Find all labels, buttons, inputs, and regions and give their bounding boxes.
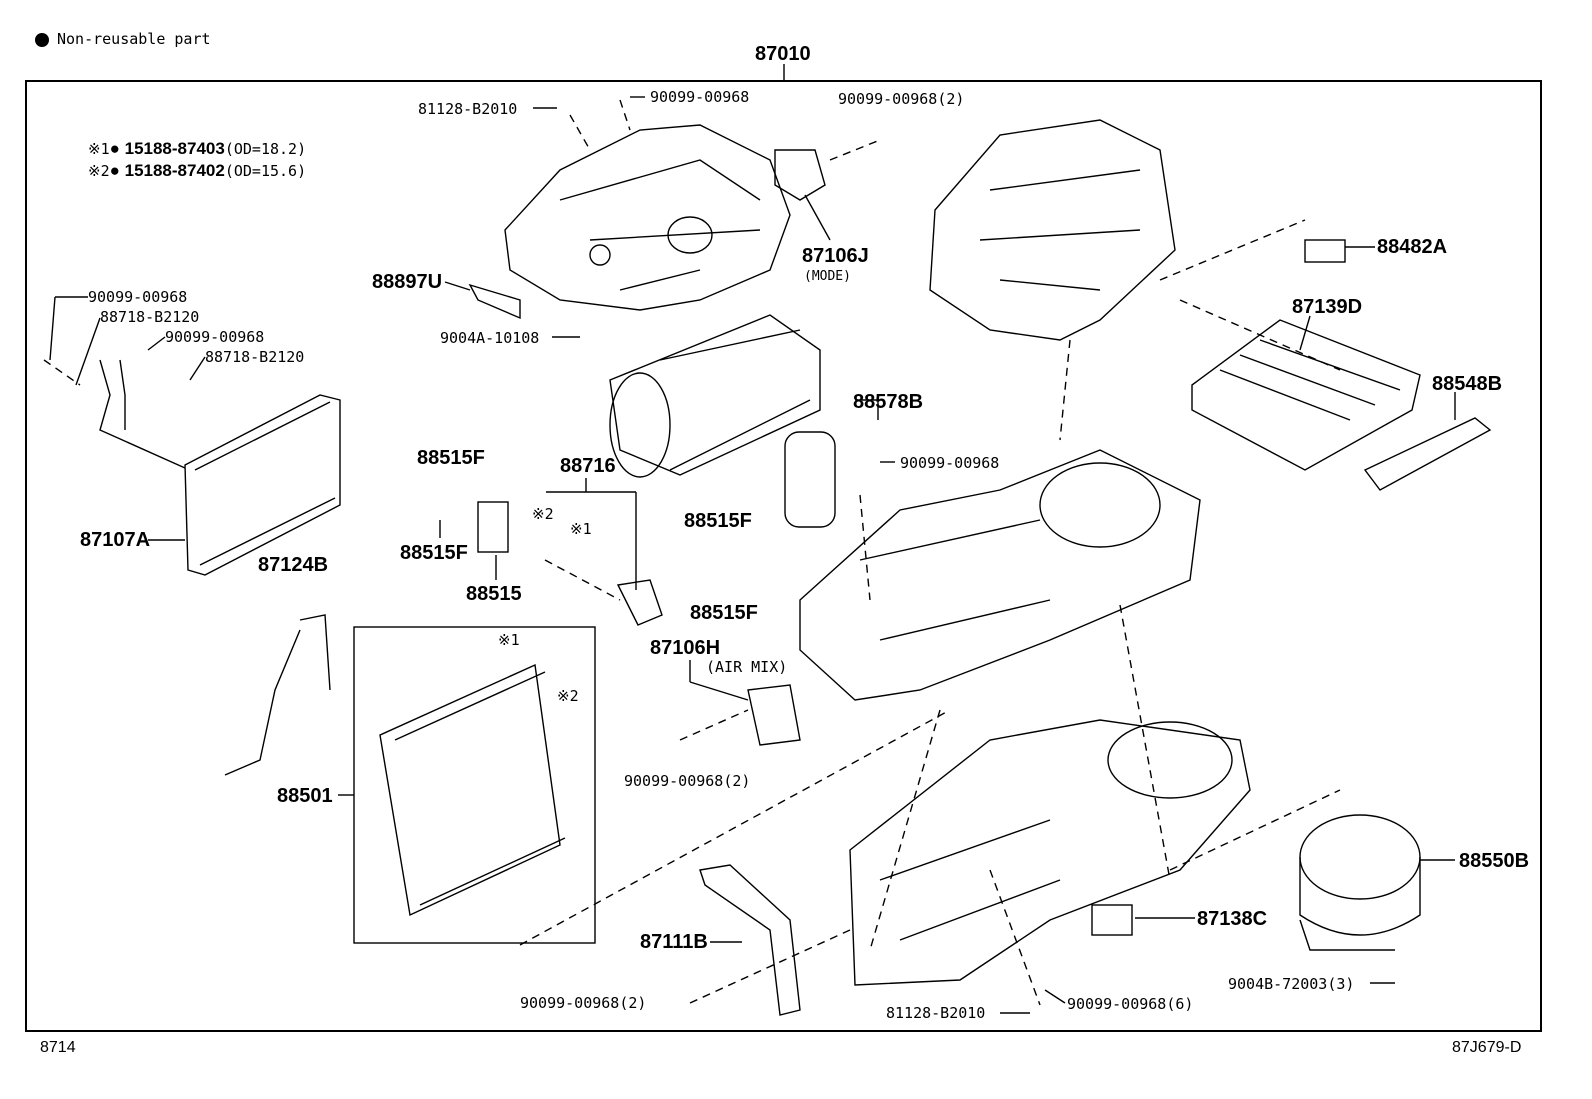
label-90099-00968-left1: 90099-00968: [88, 288, 188, 306]
mode-actuator: [774, 149, 826, 201]
footnotes: ※1● 15188-87403(OD=18.2) ※2● 15188-87402…: [88, 138, 306, 182]
label-88515f-3: 88515F: [400, 542, 468, 564]
label-88515f-1: 88515F: [417, 447, 485, 469]
label-88515f-4: 88515F: [690, 602, 758, 624]
airmix-actuator: [747, 684, 801, 746]
label-90099-00968-2-bottom: 90099-00968(2): [520, 994, 647, 1012]
label-90099-00968-left2: 90099-00968: [165, 328, 265, 346]
upper-right-case-part: [929, 119, 1176, 341]
evaporator: [353, 626, 596, 944]
label-88515: 88515: [466, 583, 522, 605]
label-88578b: 88578B: [853, 391, 924, 413]
expansion-valve: [477, 501, 509, 553]
label-88482a: 88482A: [1377, 236, 1448, 258]
filter-cover: [1363, 417, 1492, 491]
label-88550b: 88550B: [1459, 850, 1530, 872]
label-81128-b2010-top: 81128-B2010: [418, 100, 518, 118]
label-mode: (MODE): [804, 269, 851, 284]
blower-housing-part: [609, 314, 821, 478]
label-87106h: 87106H: [650, 637, 721, 659]
label-88718-b2120-1: 88718-B2120: [100, 308, 200, 326]
blower-resistor: [1091, 904, 1133, 936]
label-87139d: 87139D: [1292, 296, 1363, 318]
non-reusable-dot-icon: [35, 32, 49, 47]
mark-1-lower: ※1: [498, 631, 520, 649]
label-88548b: 88548B: [1432, 373, 1503, 395]
label-90099-00968-2-mid: 90099-00968(2): [624, 772, 751, 790]
label-90099-00968-2-top: 90099-00968(2): [838, 90, 965, 108]
mark-2-upper: ※2: [532, 505, 554, 523]
label-90099-00968-mid: 90099-00968: [900, 454, 1000, 472]
footer-diagram-id: 87J679-D: [1452, 1039, 1522, 1056]
sensor-wire: [224, 614, 331, 776]
assembly-number: 87010: [755, 43, 811, 65]
footnote-1: ※1● 15188-87403(OD=18.2): [88, 139, 307, 158]
diagram-frame: [25, 80, 1542, 1032]
label-87111b: 87111B: [640, 931, 708, 953]
footer-page-code: 8714: [40, 1039, 76, 1056]
label-88501: 88501: [277, 785, 333, 807]
label-88897u: 88897U: [372, 271, 443, 293]
label-87138c: 87138C: [1197, 908, 1268, 930]
cabin-filter: [1191, 319, 1421, 471]
sensor-88897u: [468, 283, 521, 320]
label-88718-b2120-2: 88718-B2120: [205, 348, 305, 366]
blower-motor: [1299, 814, 1421, 951]
heater-core: [99, 359, 341, 576]
label-87106j: 87106J: [802, 245, 869, 267]
label-9004a-10108: 9004A-10108: [440, 329, 540, 347]
label-88515f-2: 88515F: [684, 510, 752, 532]
legend-text: Non-reusable part: [57, 30, 211, 48]
lower-blower-case-part: [849, 719, 1251, 986]
label-90099-00968-6: 90099-00968(6): [1067, 995, 1194, 1013]
mark-2-lower: ※2: [557, 687, 579, 705]
label-9004b-72003-3: 9004B-72003(3): [1228, 975, 1355, 993]
footnote-2: ※2● 15188-87402(OD=15.6): [88, 161, 307, 180]
part-88482a: [1304, 239, 1346, 263]
duct-seal: [784, 431, 836, 528]
upper-case-part: [504, 124, 791, 311]
label-87107a: 87107A: [80, 529, 151, 551]
mark-1-upper: ※1: [570, 520, 592, 538]
label-air-mix: (AIR MIX): [706, 658, 788, 676]
foot-duct: [699, 864, 801, 1016]
label-90099-00968-top: 90099-00968: [650, 88, 750, 106]
part-88716: [616, 579, 663, 626]
lower-case-part: [799, 449, 1201, 701]
label-87124b: 87124B: [258, 554, 329, 576]
label-81128-b2010-bottom: 81128-B2010: [886, 1004, 986, 1022]
legend: Non-reusable part: [35, 32, 211, 47]
label-88716: 88716: [560, 455, 616, 477]
